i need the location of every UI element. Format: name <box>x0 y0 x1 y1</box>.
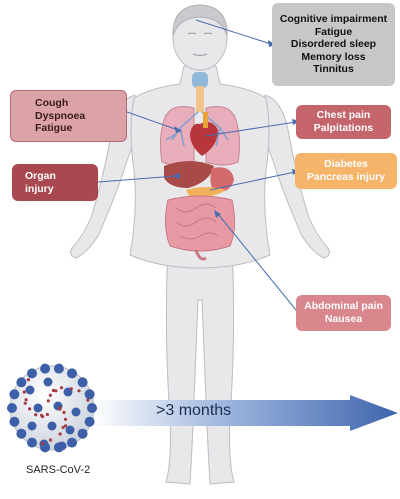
symptom-injury: injury <box>25 182 54 195</box>
symptom-tinnitus: Tinnitus <box>313 63 354 76</box>
timeline-arrow <box>92 395 398 431</box>
virus-spike <box>87 403 97 413</box>
virus-spike <box>33 403 43 413</box>
virus-surface-dot <box>40 441 45 446</box>
respiratory-symptoms-box: Cough Dyspnoea Fatigue <box>10 90 127 142</box>
virus-spike <box>16 428 27 439</box>
symptom-abdominal-pain: Abdominal pain <box>304 300 383 313</box>
connector-organ <box>97 175 177 183</box>
virus-spike <box>27 437 37 448</box>
symptom-nausea: Nausea <box>324 313 363 325</box>
virus-spike <box>9 389 20 400</box>
virus-surface-dot <box>59 386 64 390</box>
endocrine-symptoms-box: Diabetes Pancreas injury <box>295 153 397 189</box>
virus-surface-dot <box>62 410 66 414</box>
virus-spike <box>27 368 37 379</box>
virus-spike <box>77 377 88 388</box>
duration-label: >3 months <box>156 402 232 419</box>
virus-spike <box>57 441 67 451</box>
hair <box>172 4 228 37</box>
virus-surface-dot <box>28 407 32 411</box>
virus-surface-dot <box>23 401 27 405</box>
virus-surface-dot <box>48 438 53 442</box>
thyroid <box>192 72 208 88</box>
virus-spike <box>47 421 57 431</box>
symptom-fatigue: Fatigue <box>314 25 353 38</box>
virus-surface-dot <box>58 432 62 436</box>
pancreas <box>186 187 226 198</box>
virus-label: SARS-CoV-2 <box>26 464 91 476</box>
gastrointestinal-symptoms-box: Abdominal pain Nausea <box>296 295 391 331</box>
virus-surface-dot <box>45 412 50 417</box>
symptom-diabetes: Diabetes <box>324 158 368 171</box>
virus-spike <box>9 416 20 427</box>
connector-resp <box>126 111 179 131</box>
cardiac-symptoms-box: Chest pain Palpitations <box>296 105 391 139</box>
neurological-symptoms-box: Cognitive impairment Fatigue Disordered … <box>272 3 395 86</box>
symptom-cough: Cough <box>35 97 69 110</box>
heart <box>190 112 218 156</box>
connector-gi <box>217 213 297 311</box>
virus-surface-dot <box>22 390 26 394</box>
virus-spike <box>53 363 64 374</box>
virus-surface-dot <box>24 398 28 402</box>
symptom-fatigue-resp: Fatigue <box>35 122 73 135</box>
virus-surface-dot <box>39 413 44 417</box>
virus-spike <box>84 389 95 400</box>
virus-surface-dot <box>64 424 68 428</box>
virus-surface-dot <box>26 378 30 382</box>
symptom-chest-pain: Chest pain <box>316 109 371 122</box>
lungs <box>159 106 241 166</box>
virus-spike <box>65 425 75 435</box>
virus-spike <box>84 416 95 427</box>
connector-lines <box>97 19 297 311</box>
virus-surface-dot <box>54 389 58 393</box>
trachea <box>196 86 204 112</box>
connector-endo <box>209 171 296 191</box>
virus-surface-dot <box>63 417 68 421</box>
virus-surface-dot <box>77 389 81 393</box>
virus-surface-dot <box>69 387 73 391</box>
connector-cardiac <box>204 121 297 137</box>
virus-spike <box>67 437 77 448</box>
virus-surface-dot <box>86 398 90 402</box>
virus-icon <box>7 363 97 453</box>
virus-spike <box>16 377 27 388</box>
virus-spike <box>43 377 53 387</box>
virus-surface-dot <box>34 413 38 417</box>
virus-surface-dot <box>61 425 65 429</box>
symptom-palpitations: Palpitations <box>313 122 374 134</box>
liver <box>164 161 214 188</box>
virus-spike <box>27 421 37 431</box>
virus-spike <box>67 368 77 379</box>
organ-injury-box: Organ injury <box>12 164 98 201</box>
virus-spike <box>77 428 88 439</box>
virus-spike <box>25 385 35 395</box>
symptom-memory-loss: Memory loss <box>301 50 366 63</box>
virus-spike <box>71 407 81 417</box>
intestines <box>164 195 236 261</box>
face <box>187 32 213 56</box>
virus-spike <box>39 439 49 449</box>
virus-surface-dot <box>51 388 56 393</box>
symptom-disordered-sleep: Disordered sleep <box>290 38 377 51</box>
symptom-cognitive-impairment: Cognitive impairment <box>279 13 388 26</box>
symptom-pancreas-injury: Pancreas injury <box>306 171 386 183</box>
virus-spike <box>7 403 17 413</box>
virus-surface-dot <box>58 407 62 411</box>
virus-surface-dot <box>46 399 50 403</box>
virus-spike <box>40 363 51 374</box>
connector-neuro <box>195 19 272 45</box>
symptom-dyspnoea: Dyspnoea <box>35 109 86 122</box>
virus-surface-dot <box>48 393 53 397</box>
symptom-organ: Organ <box>25 169 56 182</box>
